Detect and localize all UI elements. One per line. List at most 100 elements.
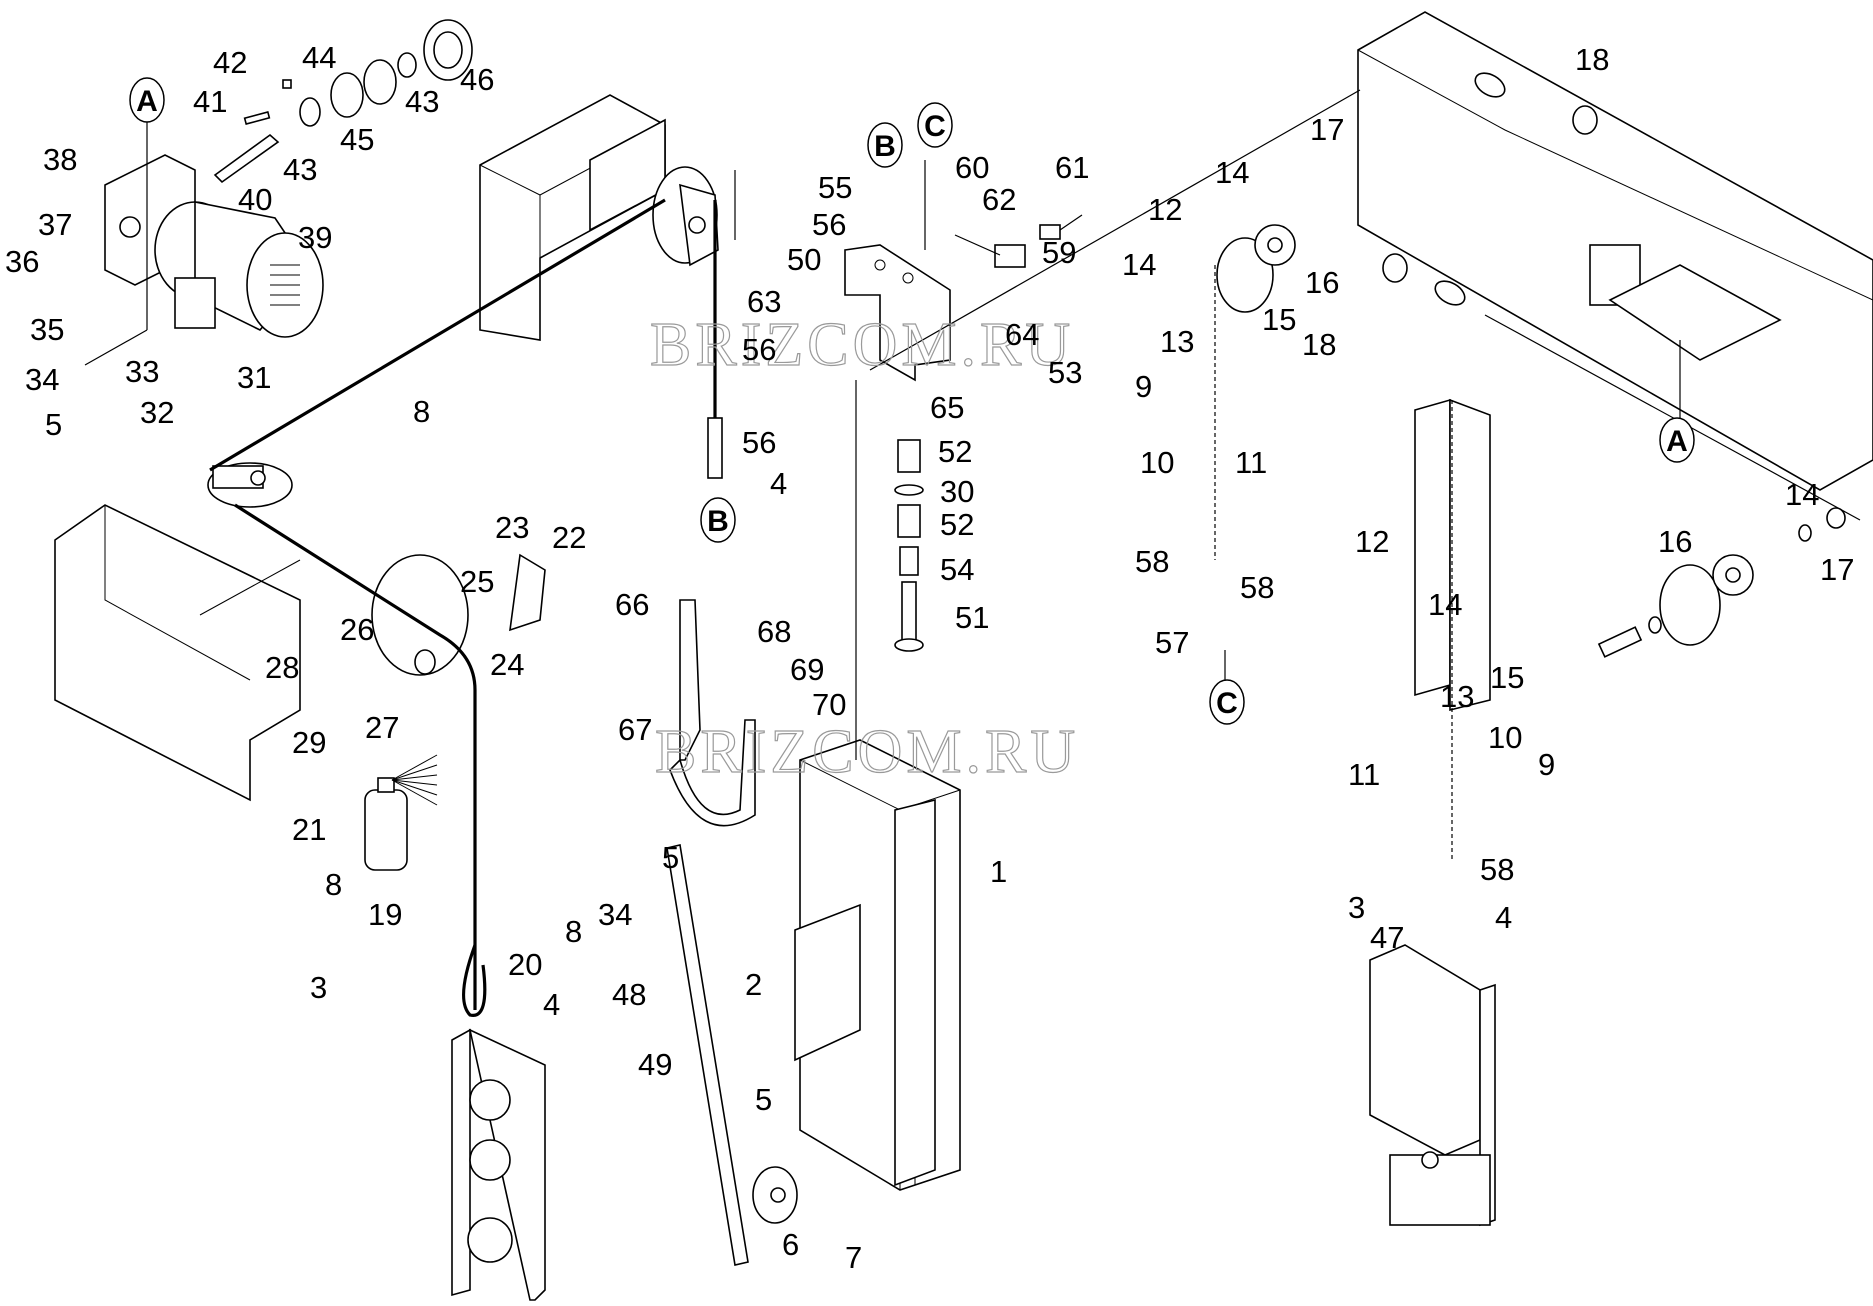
svg-text:C: C [924,110,946,143]
label-53: 53 [1048,355,1082,390]
label-4: 4 [770,466,787,501]
label-27: 27 [365,710,399,745]
label-13: 13 [1160,324,1194,359]
label-67: 67 [618,712,652,747]
label-30: 30 [940,474,974,509]
label-63: 63 [747,284,781,319]
label-61: 61 [1055,150,1089,185]
motor [104,154,324,338]
label-7: 7 [845,1240,862,1275]
label-23: 23 [495,510,529,545]
bar-49 [666,844,749,1266]
spring-stack [894,439,924,652]
left-lower-box [54,504,301,802]
pulley-26 [371,553,546,676]
label-8: 8 [565,914,582,949]
label-10: 10 [1140,445,1174,480]
callout-a-top: A [129,77,165,123]
label-38: 38 [43,142,77,177]
label-34: 34 [598,897,632,932]
label-34: 34 [25,362,59,397]
label-14: 14 [1428,587,1462,622]
label-51: 51 [955,600,989,635]
label-59: 59 [1042,235,1076,270]
label-58: 58 [1480,852,1514,887]
label-54: 54 [940,552,974,587]
label-65: 65 [930,390,964,425]
label-52: 52 [940,507,974,542]
sensor-59 [954,214,1083,268]
label-56: 56 [742,332,776,367]
top-pulley [652,166,719,267]
label-17: 17 [1820,552,1854,587]
label-9: 9 [1538,747,1555,782]
label-5: 5 [662,840,679,875]
label-10: 10 [1488,720,1522,755]
label-14: 14 [1785,477,1819,512]
label-11: 11 [1348,757,1380,792]
spray-can [364,754,438,871]
svg-text:A: A [136,85,158,118]
label-45: 45 [340,122,374,157]
label-36: 36 [5,244,39,279]
label-20: 20 [508,947,542,982]
label-18: 18 [1575,42,1609,77]
label-12: 12 [1355,524,1389,559]
label-14: 14 [1215,155,1249,190]
label-13: 13 [1440,679,1474,714]
label-9: 9 [1135,369,1152,404]
label-52: 52 [938,434,972,469]
callout-a-right: A [1659,417,1695,463]
upper-right-frame [1357,11,1873,491]
label-43: 43 [405,84,439,119]
label-69: 69 [790,652,824,687]
label-56: 56 [742,425,776,460]
upper-beam-section [479,94,666,341]
label-70: 70 [812,687,846,722]
label-43: 43 [283,152,317,187]
motor-fan-grill [270,264,300,306]
chain-right-guide [1414,398,1491,860]
label-48: 48 [612,977,646,1012]
right-carriage [1369,944,1496,1227]
label-8: 8 [413,394,430,429]
svg-text:B: B [874,130,896,163]
label-4: 4 [1495,900,1512,935]
label-60: 60 [955,150,989,185]
label-35: 35 [30,312,64,347]
callout-b-top: B [867,122,903,168]
spray-lines [391,754,438,806]
left-pulley [207,462,293,508]
label-5: 5 [755,1082,772,1117]
label-29: 29 [292,725,326,760]
label-12: 12 [1148,192,1182,227]
svg-text:B: B [707,505,729,538]
label-47: 47 [1370,920,1404,955]
label-40: 40 [238,182,272,217]
right-sprocket-assembly [1597,507,1846,658]
label-56: 56 [812,207,846,242]
label-55: 55 [818,170,852,205]
watermark-lower: BRIZCOM.RU [655,718,1079,786]
shaft-bearing-group [213,19,473,184]
watermark-upper: BRIZCOM.RU [650,311,1074,379]
label-32: 32 [140,395,174,430]
label-8: 8 [325,867,342,902]
leader-lines [84,89,1861,760]
label-6: 6 [782,1227,799,1262]
label-64: 64 [1005,317,1039,352]
proximity-sensor-top [1474,72,1598,135]
callout-c-top: C [917,102,953,148]
label-25: 25 [460,564,494,599]
label-49: 49 [638,1047,672,1082]
label-15: 15 [1490,660,1524,695]
callout-c-bottom: C [1209,679,1245,725]
label-15: 15 [1262,302,1296,337]
label-58: 58 [1135,544,1169,579]
label-3: 3 [310,970,327,1005]
label-4: 4 [543,987,560,1022]
label-58: 58 [1240,570,1274,605]
label-28: 28 [265,650,299,685]
label-21: 21 [292,812,326,847]
